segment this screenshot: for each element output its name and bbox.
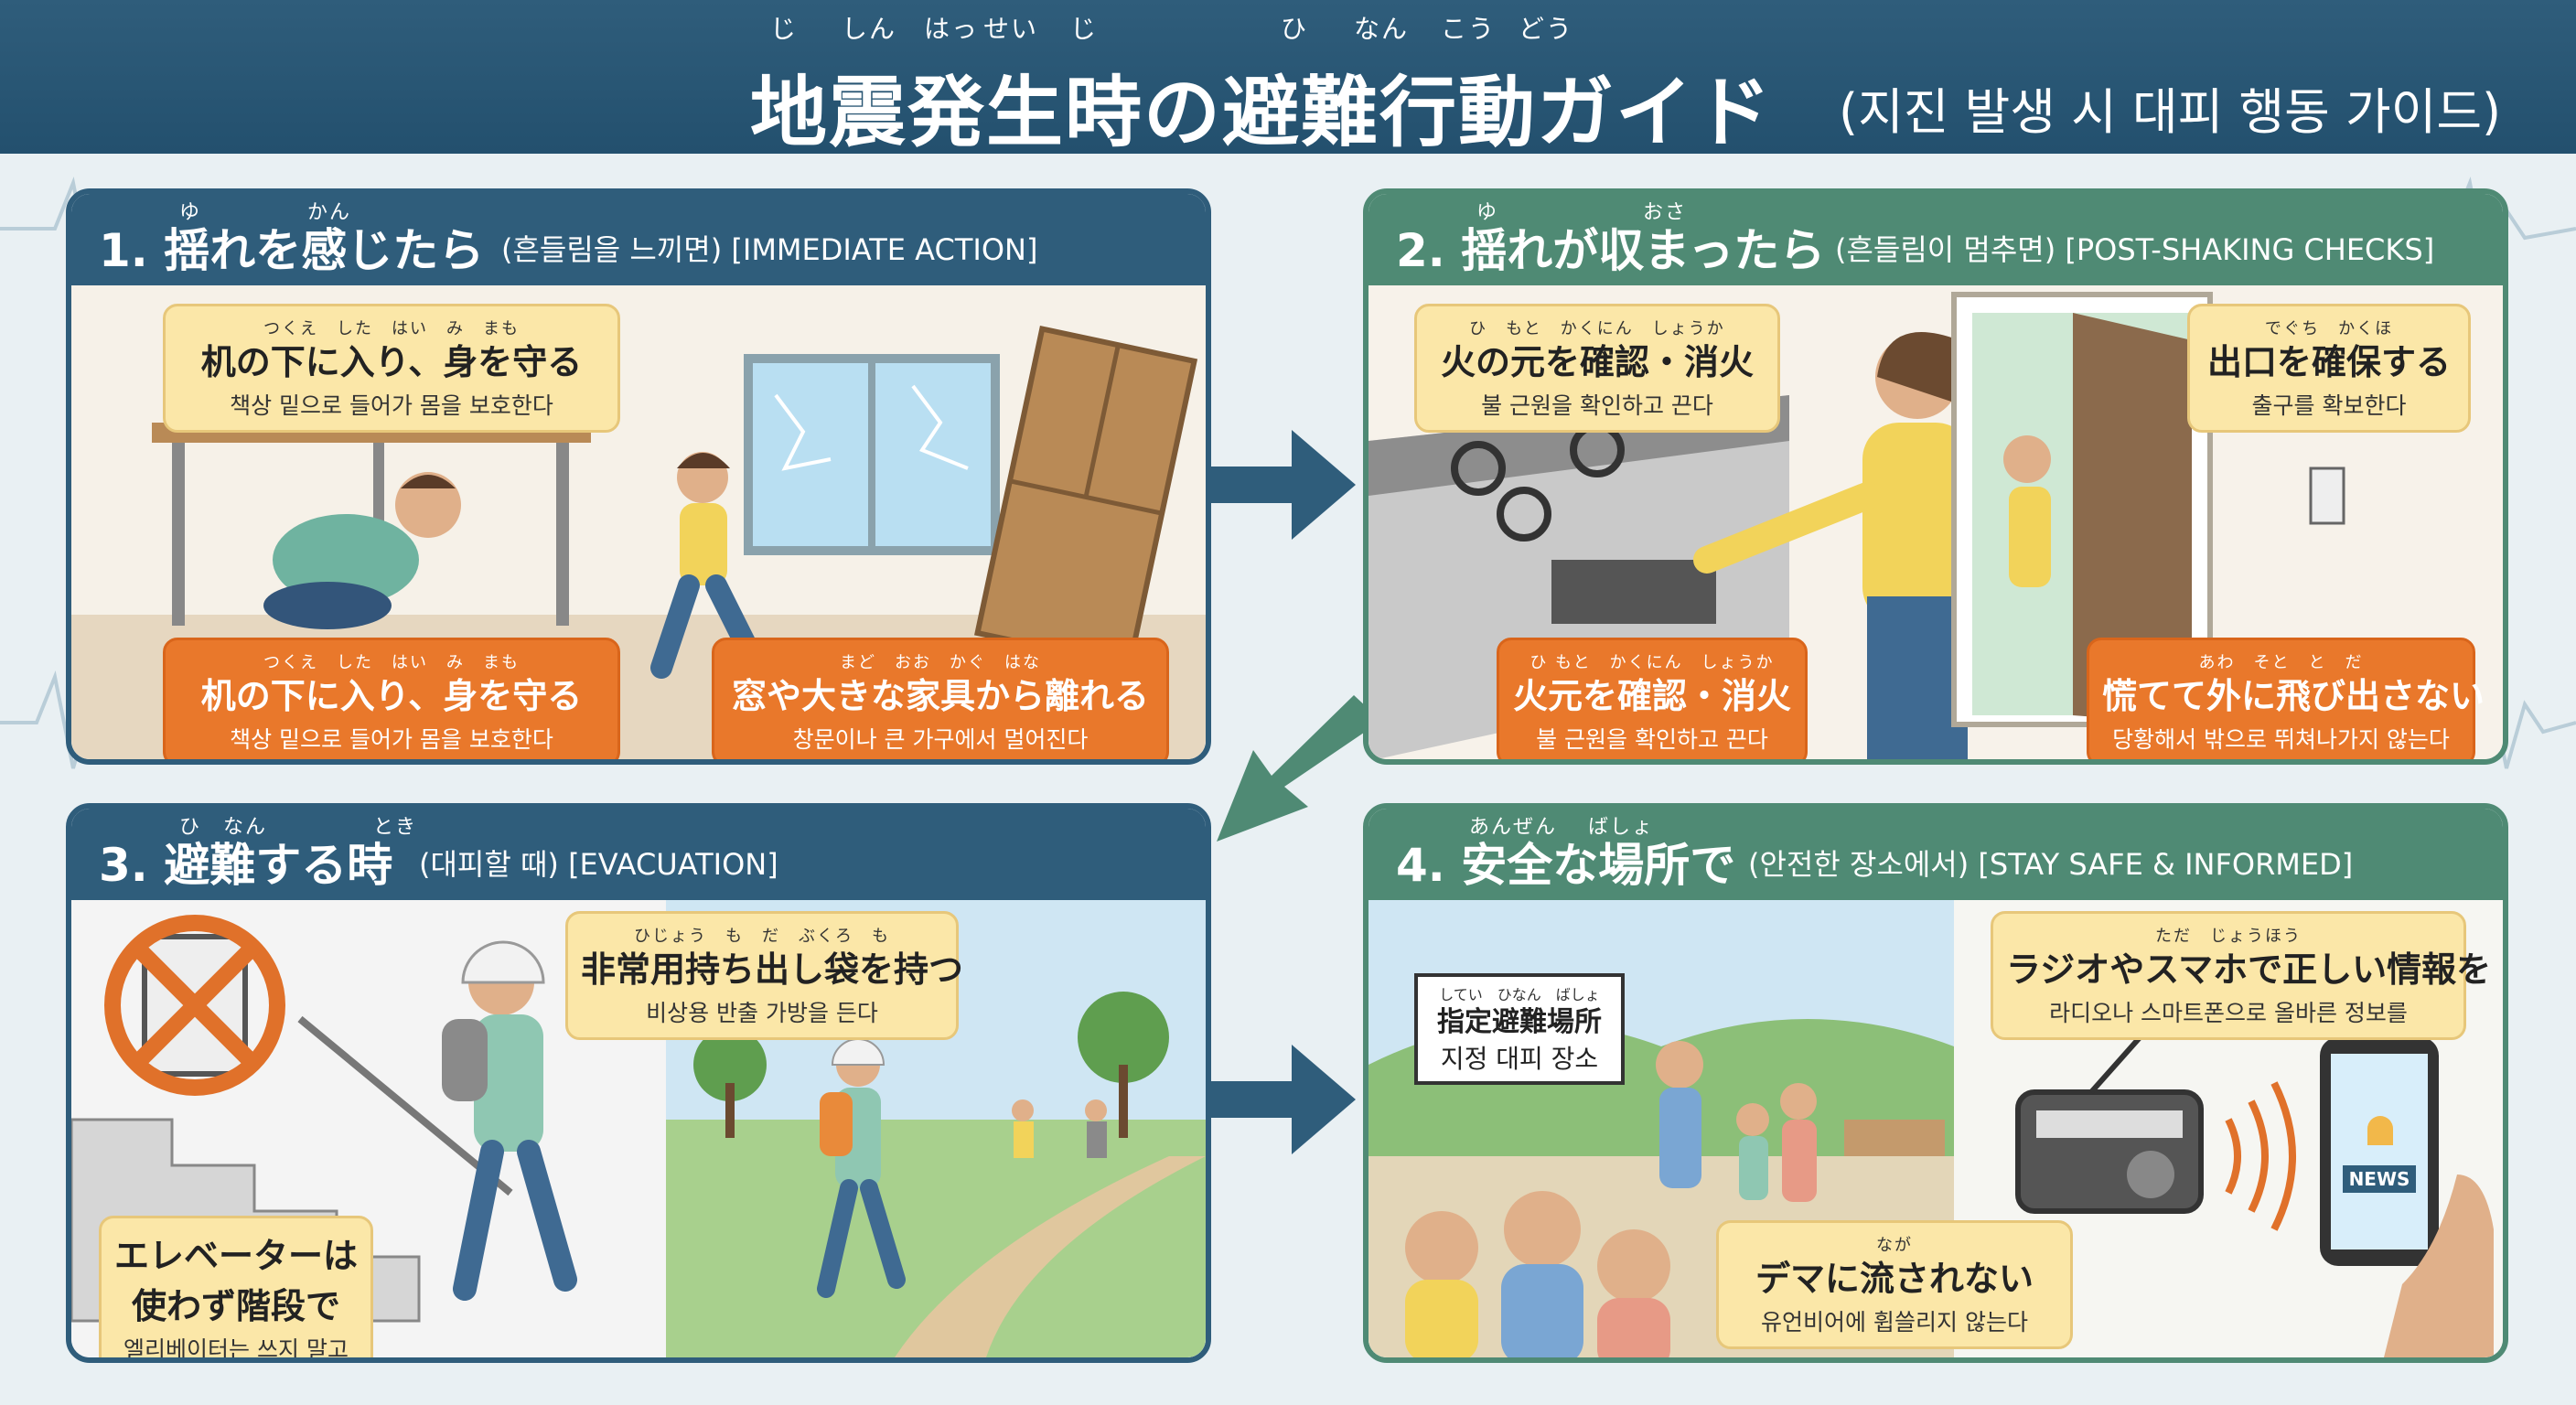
news-badge: NEWS	[2348, 1168, 2410, 1190]
panel-furigana: あんぜん	[1469, 816, 1558, 839]
title-furigana: どう	[1519, 14, 1574, 44]
callout-use-stairs: エレベーターは 使わず階段で 엘리베이터는 쓰지 말고	[99, 1216, 373, 1357]
panel-illustration: つくえ した はい み まも 机の下に入り、身を守る 책상 밑으로 들어가 몸을…	[71, 285, 1206, 759]
arrow-right-icon	[1209, 430, 1356, 540]
panel-header: ゆ かん 1. 揺れを感じたら (흔들림을 느끼면) [IMMEDIATE AC…	[71, 194, 1206, 285]
title-furigana: じ	[1070, 14, 1099, 44]
panel-header: あんぜん ばしょ 4. 安全な場所で (안전한 장소에서) [STAY SAFE…	[1368, 809, 2503, 900]
title-furigana: こう	[1441, 14, 1497, 44]
panel-furigana: おさ	[1643, 201, 1688, 224]
panel-header: ゆ おさ 2. 揺れが収まったら (흔들림이 멈추면) [POST-SHAKIN…	[1368, 194, 2503, 285]
arrow-down-left-icon	[1217, 695, 1381, 842]
callout-check-fire-orange: ひ もと かくにん しょうか 火元を確認・消火 불 근원을 확인하고 끈다	[1497, 638, 1808, 759]
panel-title: 3. 避難する時	[99, 839, 393, 892]
no-elevator-icon	[104, 915, 285, 1096]
panel-post-shaking: ゆ おさ 2. 揺れが収まったら (흔들림이 멈추면) [POST-SHAKIN…	[1363, 188, 2508, 765]
callout-away-from-windows: まど おお かぐ はな 窓や大きな家具から離れる 창문이나 큰 가구에서 멀어진…	[712, 638, 1169, 759]
panel-subtitle: (흔들림을 느끼면) [IMMEDIATE ACTION]	[501, 232, 1038, 267]
title-furigana: じ	[770, 14, 799, 44]
panel-furigana: とき	[373, 816, 418, 839]
panel-furigana: かん	[307, 201, 352, 224]
panel-title: 1. 揺れを感じたら	[99, 224, 485, 277]
panel-illustration: ひ もと かくにん しょうか 火の元を確認・消火 불 근원을 확인하고 끈다 で…	[1368, 285, 2503, 759]
panel-stay-safe: あんぜん ばしょ 4. 安全な場所で (안전한 장소에서) [STAY SAFE…	[1363, 803, 2508, 1363]
arrow-right-icon	[1209, 1045, 1356, 1154]
panel-subtitle: (안전한 장소에서) [STAY SAFE & INFORMED]	[1748, 847, 2354, 882]
title-block: じ しん はっ せい じ ひ なん こう どう 地震発生時の避難行動ガイド (지…	[750, 5, 2543, 157]
panel-furigana: ゆ	[179, 201, 202, 224]
title-furigana: なん	[1354, 14, 1410, 44]
page-subtitle: (지진 발생 시 대피 행동 가이드)	[1839, 83, 2502, 141]
panel-illustration: ひじょう も だ ぶくろ も 非常用持ち出し袋を持つ 비상용 반출 가방을 든다…	[71, 900, 1206, 1357]
page-title: 地震発生時の避難行動ガイド	[750, 68, 1774, 157]
callout-no-rumors: なが デマに流されない 유언비어에 휩쓸리지 않는다	[1716, 1220, 2073, 1349]
panel-title: 4. 安全な場所で	[1396, 839, 1736, 892]
evacuation-site-sign: してい ひなん ばしょ 指定避難場所 지정 대피 장소	[1414, 973, 1625, 1085]
panel-furigana: ひ なん	[179, 816, 268, 839]
smartphone-icon	[2320, 1037, 2439, 1266]
title-furigana: ひ	[1281, 14, 1309, 44]
panel-illustration: してい ひなん ばしょ 指定避難場所 지정 대피 장소 NEWS ただ じょうほ…	[1368, 900, 2503, 1357]
panel-header: ひ なん とき 3. 避難する時 (대피할 때) [EVACUATION]	[71, 809, 1206, 900]
callout-check-fire: ひ もと かくにん しょうか 火の元を確認・消火 불 근원을 확인하고 끈다	[1414, 304, 1780, 433]
callout-under-desk: つくえ した はい み まも 机の下に入り、身を守る 책상 밑으로 들어가 몸을…	[163, 304, 620, 433]
page-header: じ しん はっ せい じ ひ なん こう どう 地震発生時の避難行動ガイド (지…	[0, 0, 2576, 157]
callout-secure-exit: でぐち かくほ 出口を確保する 출구를 확보한다	[2187, 304, 2471, 433]
callout-under-desk-orange: つくえ した はい み まも 机の下に入り、身を守る 책상 밑으로 들어가 몸을…	[163, 638, 620, 759]
panel-furigana: ゆ	[1476, 201, 1499, 224]
title-furigana: しん	[842, 14, 897, 44]
title-furigana: せい	[983, 14, 1039, 44]
callout-emergency-bag: ひじょう も だ ぶくろ も 非常用持ち出し袋を持つ 비상용 반출 가방을 든다	[565, 911, 963, 1040]
panel-evacuation: ひ なん とき 3. 避難する時 (대피할 때) [EVACUATION]	[66, 803, 1211, 1363]
callout-dont-rush-out: あわ そと と だ 慌てて外に飛び出さない 당황해서 밖으로 뛰쳐나가지 않는다	[2087, 638, 2485, 759]
panel-immediate-action: ゆ かん 1. 揺れを感じたら (흔들림을 느끼면) [IMMEDIATE AC…	[66, 188, 1211, 765]
panel-subtitle: (대피할 때) [EVACUATION]	[419, 847, 778, 882]
panel-title: 2. 揺れが収まったら	[1396, 224, 1826, 277]
panel-subtitle: (흔들림이 멈추면) [POST-SHAKING CHECKS]	[1835, 232, 2435, 267]
title-furigana: はっ	[924, 14, 980, 44]
panel-furigana: ばしょ	[1588, 816, 1655, 839]
callout-correct-info: ただ じょうほう ラジオやスマホで正しい情報を 라디오나 스마트폰으로 올바른 …	[1991, 911, 2491, 1040]
